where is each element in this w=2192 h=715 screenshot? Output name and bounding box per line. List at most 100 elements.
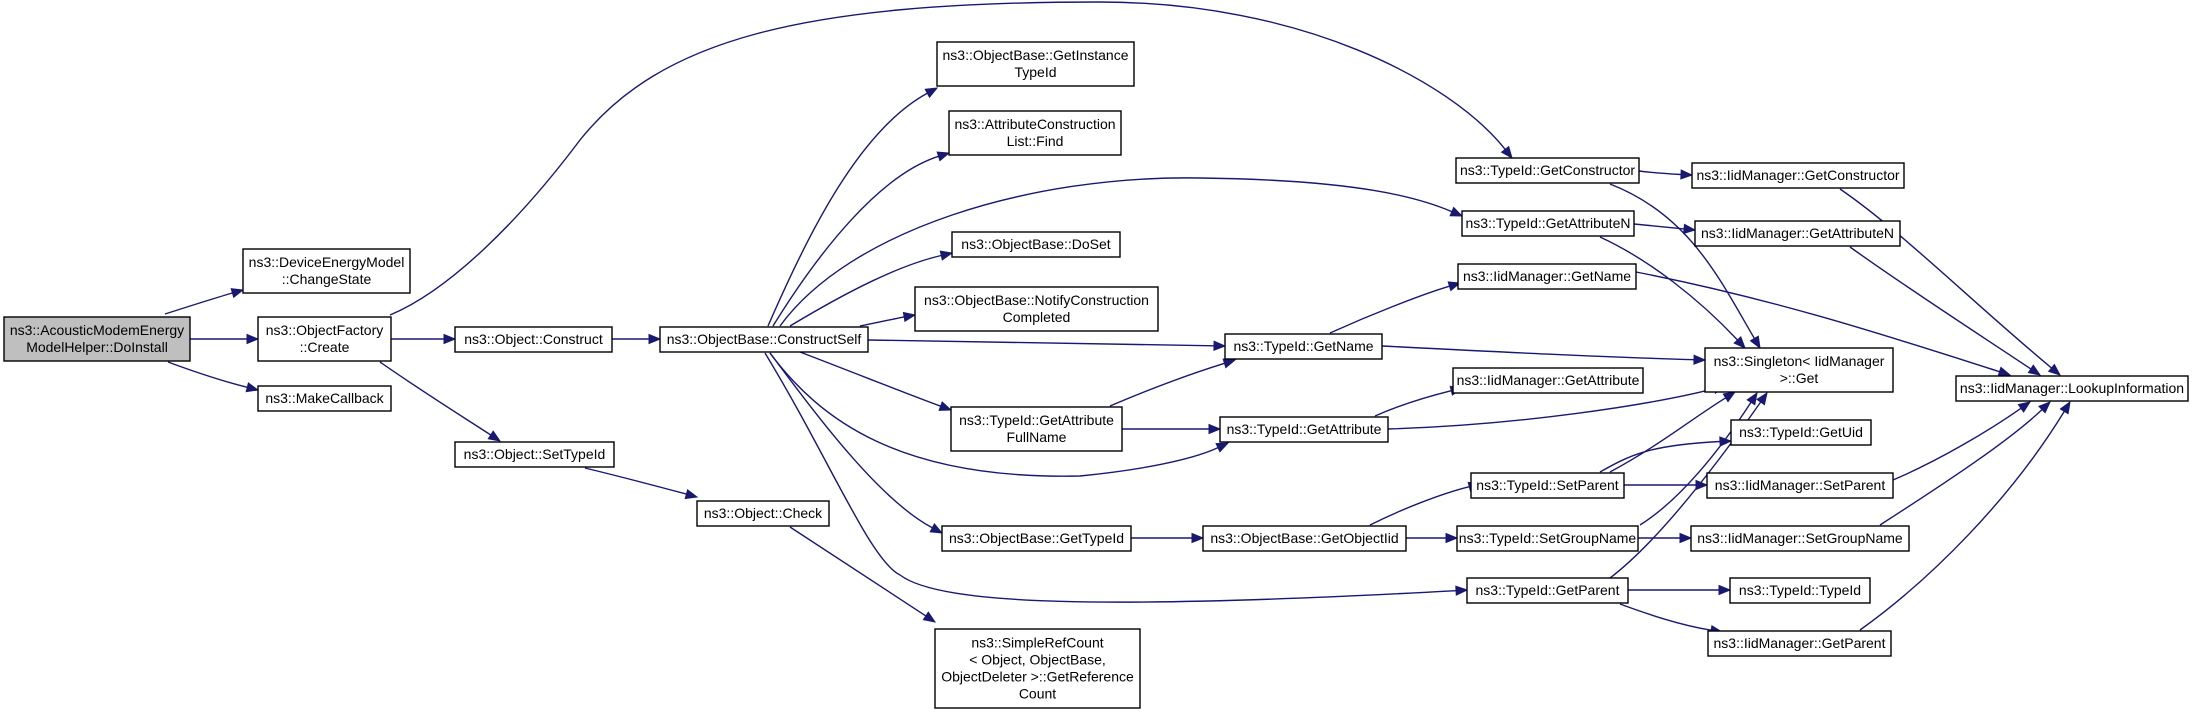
arrowhead-icon xyxy=(938,401,953,411)
node-box xyxy=(1470,472,1625,499)
node-tgetattributen[interactable]: ns3::TypeId::GetAttributeN xyxy=(1461,210,1635,237)
edge-isetgroupname-to-lookupinformation xyxy=(1879,401,2051,526)
arrowhead-icon xyxy=(1749,335,1761,350)
node-tgetconstructor[interactable]: ns3::TypeId::GetConstructor xyxy=(1455,157,1640,184)
node-tgetuid[interactable]: ns3::TypeId::GetUid xyxy=(1730,419,1872,446)
node-label: >::Get xyxy=(1780,370,1819,386)
node-tgetparent[interactable]: ns3::TypeId::GetParent xyxy=(1466,577,1629,604)
edge-getattrfullname-to-tgetattribute xyxy=(1121,423,1222,435)
node-label: ns3::ObjectBase::GetObjectIid xyxy=(1210,530,1398,546)
arrowhead-icon xyxy=(1693,354,1707,365)
node-ofcreate[interactable]: ns3::ObjectFactory::Create xyxy=(257,316,392,362)
node-lookupinformation[interactable]: ns3::IidManager::LookupInformation xyxy=(1955,375,2189,402)
node-notifyconstruction[interactable]: ns3::ObjectBase::NotifyConstructionCompl… xyxy=(914,286,1159,332)
edge-tgetparent-to-igetparent xyxy=(1619,603,1724,636)
node-label: ns3::IidManager::SetParent xyxy=(1715,477,1886,493)
arrowhead-icon xyxy=(648,333,662,345)
edge-tgetconstructor-to-igetconstructor xyxy=(1638,169,1694,180)
arrowhead-icon xyxy=(1718,584,1732,596)
node-label: List::Find xyxy=(1007,133,1064,149)
node-changestate[interactable]: ns3::DeviceEnergyModel::ChangeState xyxy=(242,248,411,294)
node-makecallback[interactable]: ns3::MakeCallback xyxy=(257,385,392,412)
node-construct[interactable]: ns3::Object::Construct xyxy=(454,326,613,353)
node-box xyxy=(1694,220,1901,247)
node-igetattribute[interactable]: ns3::IidManager::GetAttribute xyxy=(1452,367,1644,394)
arrowhead-icon xyxy=(1680,169,1694,180)
node-tsetparent[interactable]: ns3::TypeId::SetParent xyxy=(1470,472,1625,499)
node-igetname[interactable]: ns3::IidManager::GetName xyxy=(1457,263,1637,290)
node-isetgroupname[interactable]: ns3::IidManager::SetGroupName xyxy=(1690,525,1910,552)
edge-constructself-to-doset xyxy=(789,250,954,327)
node-box xyxy=(1729,577,1871,604)
node-label: ns3::TypeId::GetName xyxy=(1233,338,1373,354)
node-box xyxy=(1455,157,1640,184)
node-igetparent[interactable]: ns3::IidManager::GetParent xyxy=(1707,630,1892,657)
edge-ofcreate-to-construct xyxy=(391,333,457,345)
edge-doinstall-to-changestate xyxy=(164,288,245,315)
node-label: ns3::IidManager::GetName xyxy=(1463,268,1631,284)
arrowhead-icon xyxy=(487,430,502,442)
arrowhead-icon xyxy=(443,333,457,345)
arrowhead-icon xyxy=(929,523,944,534)
node-singletonget[interactable]: ns3::Singleton< IidManager>::Get xyxy=(1704,347,1894,393)
edge-constructself-to-tgetattributen xyxy=(779,177,1464,327)
node-box xyxy=(257,385,392,412)
node-label: FullName xyxy=(1007,429,1067,445)
node-label: ns3::ObjectBase::ConstructSelf xyxy=(667,331,862,347)
node-tsetgroupname[interactable]: ns3::TypeId::SetGroupName xyxy=(1456,525,1639,552)
node-box xyxy=(659,326,869,353)
arrowhead-icon xyxy=(1500,145,1513,160)
nodes-layer: ns3::AcousticModemEnergyModelHelper::DoI… xyxy=(3,41,2189,709)
edge-doinstall-to-makecallback xyxy=(167,361,260,393)
edge-constructself-to-tgetattribute xyxy=(769,352,1230,477)
edge-tgetattribute-to-igetattribute xyxy=(1374,385,1464,417)
node-isetparent[interactable]: ns3::IidManager::SetParent xyxy=(1706,472,1894,499)
node-doset[interactable]: ns3::ObjectBase::DoSet xyxy=(951,231,1121,258)
node-tgetattribute[interactable]: ns3::TypeId::GetAttribute xyxy=(1219,416,1389,443)
node-box xyxy=(257,316,392,362)
arrowhead-icon xyxy=(1445,532,1459,544)
edge-constructself-to-tgetparent xyxy=(764,352,1469,603)
arrowhead-icon xyxy=(230,288,245,299)
edge-tsetparent-to-singletonget xyxy=(1609,391,1737,473)
node-label: ns3::IidManager::GetConstructor xyxy=(1696,167,1899,183)
node-igetconstructor[interactable]: ns3::IidManager::GetConstructor xyxy=(1691,162,1905,189)
node-box xyxy=(242,248,411,294)
node-label: ns3::ObjectBase::DoSet xyxy=(961,236,1111,252)
node-ttypeid[interactable]: ns3::TypeId::TypeId xyxy=(1729,577,1871,604)
node-getreferencecount[interactable]: ns3::SimpleRefCount< Object, ObjectBase,… xyxy=(934,628,1141,709)
node-label: ns3::ObjectFactory xyxy=(266,322,384,338)
edge-tgetattributen-to-singletonget xyxy=(1599,236,1746,349)
node-label: ns3::TypeId::GetAttribute xyxy=(959,412,1114,428)
node-box xyxy=(914,286,1159,332)
node-constructself[interactable]: ns3::ObjectBase::ConstructSelf xyxy=(659,326,869,353)
node-label: ns3::TypeId::GetParent xyxy=(1476,582,1620,598)
node-settypeid[interactable]: ns3::Object::SetTypeId xyxy=(454,441,615,468)
edge-settypeid-to-check xyxy=(584,467,699,500)
node-check[interactable]: ns3::Object::Check xyxy=(696,500,830,527)
node-box xyxy=(1219,416,1389,443)
node-label: ns3::TypeId::GetAttributeN xyxy=(1466,215,1631,231)
node-igetattributen[interactable]: ns3::IidManager::GetAttributeN xyxy=(1694,220,1901,247)
node-box xyxy=(1457,263,1637,290)
node-getobjectiid[interactable]: ns3::ObjectBase::GetObjectIid xyxy=(1202,525,1407,552)
node-label: < Object, ObjectBase, xyxy=(969,652,1106,668)
arrowhead-icon xyxy=(902,311,917,323)
node-label: ObjectDeleter >::GetReference xyxy=(941,669,1134,685)
node-box xyxy=(454,326,613,353)
edge-constructself-to-aclfind xyxy=(772,151,951,327)
node-label: ns3::TypeId::GetAttribute xyxy=(1227,421,1382,437)
node-label: ns3::IidManager::GetParent xyxy=(1714,635,1886,651)
node-box xyxy=(1706,472,1894,499)
node-tgetname[interactable]: ns3::TypeId::GetName xyxy=(1224,333,1383,360)
node-doinstall: ns3::AcousticModemEnergyModelHelper::DoI… xyxy=(3,316,191,362)
node-box xyxy=(1466,577,1629,604)
node-box xyxy=(696,500,830,527)
edge-igetparent-to-lookupinformation xyxy=(1859,400,2071,631)
node-obgettypeid[interactable]: ns3::ObjectBase::GetTypeId xyxy=(941,525,1132,552)
edge-doinstall-to-ofcreate xyxy=(190,333,260,345)
